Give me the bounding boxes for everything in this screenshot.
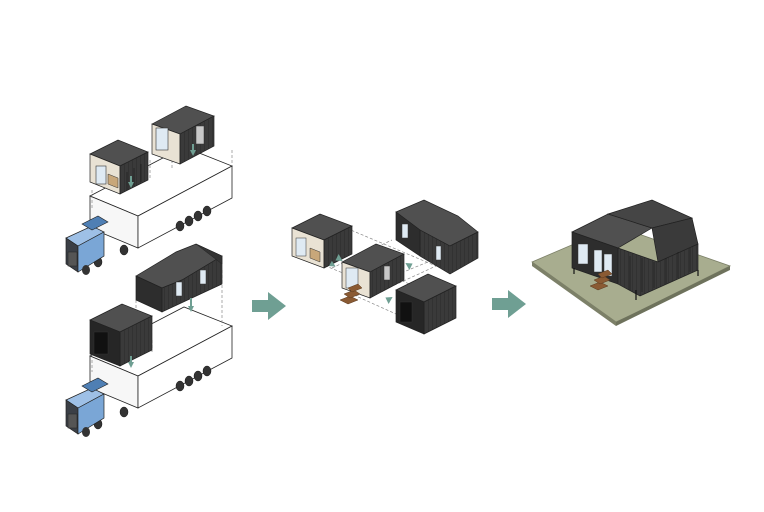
transport-stage-bottom [65,243,233,437]
module-d-bottom [135,243,223,313]
site-pad-edge-right [616,266,730,326]
house-stairs [589,269,613,291]
assembly-stage [291,199,479,335]
assembly-stairs [339,283,363,305]
assembly-arrows [328,254,413,304]
trailer-front [137,325,233,409]
house-cladding-lines [629,248,691,292]
site-pad-edge [532,262,616,326]
module-c-bottom [89,303,153,367]
assembly-module-c [395,199,479,275]
flow-arrow-1 [252,292,286,320]
trailer-wheels [93,205,212,268]
truck-top [65,146,233,275]
completed-house-stage [531,199,732,326]
transport-stage [65,105,233,275]
trailer-front [137,165,233,249]
module-a-top [89,139,149,195]
down-arrows-bottom [128,298,194,368]
trailer-wheels [93,365,212,430]
assembly-module-d [395,273,457,335]
cab-windshield [77,231,105,273]
assembly-module-a [291,213,353,269]
module-b-top [151,105,215,165]
cab-roof-fairing [81,215,109,231]
down-arrows-top [128,144,196,188]
cab-grille [67,251,78,267]
flow-arrow-2 [492,290,526,318]
